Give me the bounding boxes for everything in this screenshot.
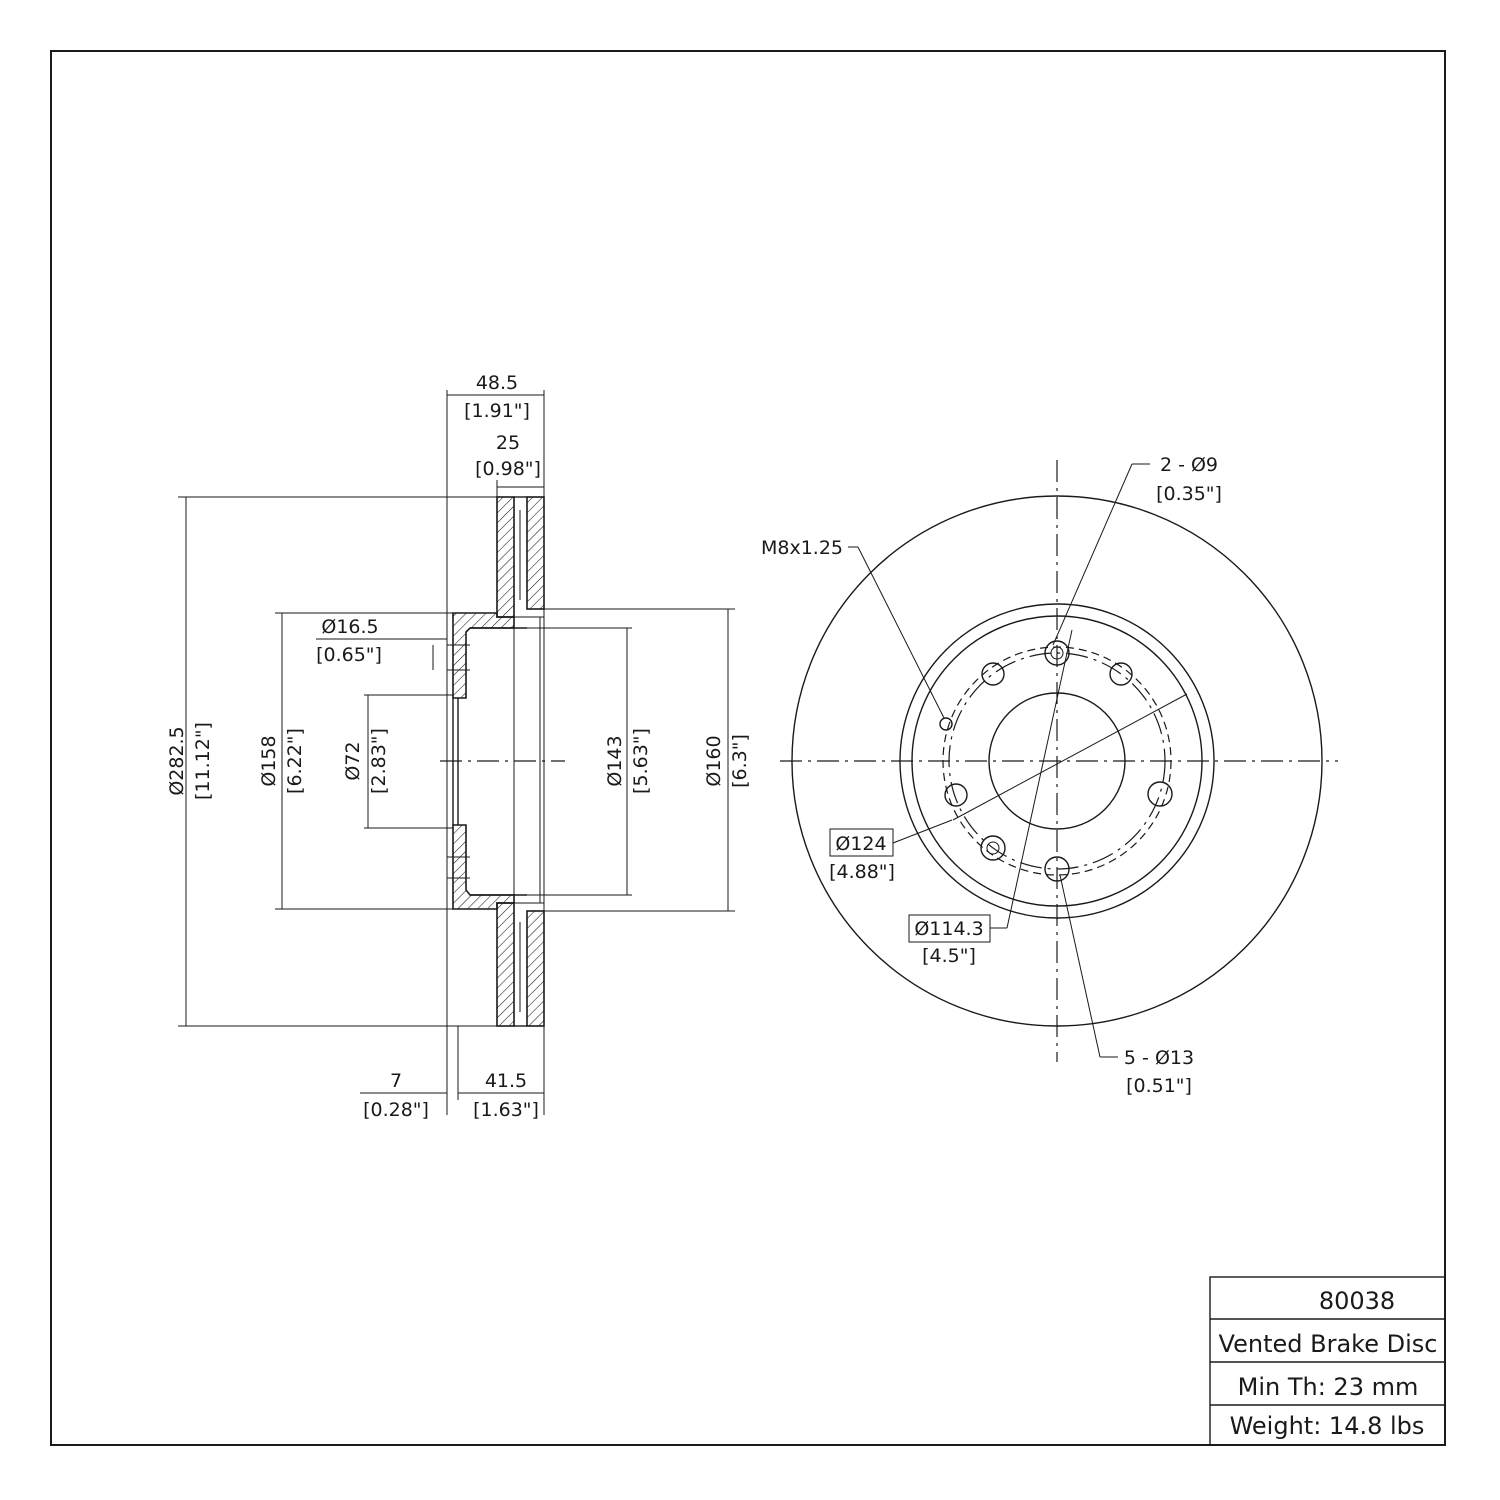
drawing-frame — [50, 50, 1446, 1446]
dim-158-mm: Ø158 — [258, 735, 280, 786]
dim-72-in: [2.83"] — [368, 728, 390, 794]
label-small-holes-in: [0.35"] — [1156, 483, 1222, 505]
lug-hole — [981, 662, 1005, 686]
lug-hole — [980, 835, 1006, 861]
dim-143-in: [5.63"] — [630, 728, 652, 794]
dim-16-5-mm: Ø16.5 — [321, 616, 378, 638]
friction-plate-lower-left — [496, 902, 515, 1027]
hat-section-lower — [452, 824, 515, 910]
dim-160-mm: Ø160 — [703, 735, 725, 786]
thread-hole — [939, 717, 953, 731]
dim-48-5-mm: 48.5 — [476, 372, 518, 394]
part-number: 80038 — [1319, 1287, 1395, 1315]
label-small-holes-mm: 2 - Ø9 — [1160, 454, 1218, 476]
hat-section-upper — [452, 612, 515, 699]
lug-hole — [1044, 640, 1070, 666]
dim-7-mm: 7 — [390, 1070, 402, 1092]
dim-282-5-in: [11.12"] — [192, 722, 214, 800]
dim-143-mm: Ø143 — [604, 735, 626, 786]
dim-160-in: [6.3"] — [729, 734, 751, 788]
label-pcd-124-mm: Ø124 — [835, 833, 886, 855]
small-hole — [944, 783, 968, 807]
weight: Weight: 14.8 lbs — [1230, 1412, 1425, 1440]
label-pcd-124-in: [4.88"] — [829, 861, 895, 883]
label-pcd-114-in: [4.5"] — [922, 945, 976, 967]
dim-72-mm: Ø72 — [342, 741, 364, 780]
label-lug-holes-in: [0.51"] — [1126, 1075, 1192, 1097]
friction-plate-upper-right — [526, 496, 545, 610]
label-lug-holes-mm: 5 - Ø13 — [1124, 1047, 1194, 1069]
label-thread: M8x1.25 — [761, 537, 843, 559]
lug-hole — [1109, 662, 1133, 686]
lug-hole — [1147, 781, 1173, 807]
small-hole — [1044, 856, 1070, 882]
dim-16-5-in: [0.65"] — [316, 644, 382, 666]
dim-25-in: [0.98"] — [475, 458, 541, 480]
pcd-outer-box — [829, 828, 894, 857]
dim-48-5-in: [1.91"] — [464, 400, 530, 422]
friction-plate-upper-left — [496, 496, 515, 618]
dim-41-5-in: [1.63"] — [473, 1099, 539, 1121]
dim-282-5-mm: Ø282.5 — [166, 726, 188, 795]
friction-plate-lower-right — [526, 910, 545, 1027]
part-description: Vented Brake Disc — [1219, 1330, 1438, 1358]
title-block — [1209, 1276, 1446, 1446]
dim-7-in: [0.28"] — [363, 1099, 429, 1121]
label-pcd-114-mm: Ø114.3 — [914, 918, 983, 940]
front-view — [780, 460, 1338, 1062]
side-section-view — [178, 390, 735, 1115]
dim-158-in: [6.22"] — [284, 728, 306, 794]
dim-41-5-mm: 41.5 — [485, 1070, 527, 1092]
dim-25-mm: 25 — [496, 432, 520, 454]
min-thickness: Min Th: 23 mm — [1238, 1373, 1419, 1401]
pcd-bolt-box — [908, 914, 991, 943]
